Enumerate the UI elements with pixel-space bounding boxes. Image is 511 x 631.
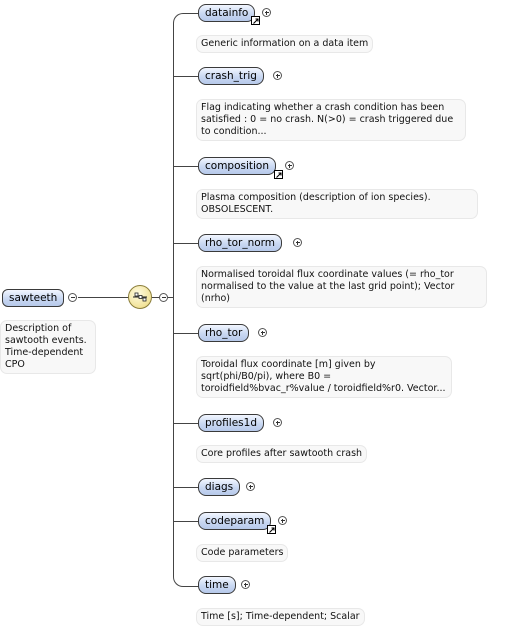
element-doc-line: Time [s]; Time-dependent; Scalar bbox=[201, 611, 360, 622]
element-doc-line: satisfied : 0 = no crash. N(>0) = crash … bbox=[201, 114, 454, 125]
root-doc-line: Time-dependent bbox=[5, 347, 84, 358]
element-doc-line: Plasma composition (description of ion s… bbox=[201, 192, 431, 203]
element-doc: Core profiles after sawtooth crash bbox=[196, 445, 368, 463]
expand-icon[interactable] bbox=[258, 328, 267, 337]
root-connector bbox=[78, 297, 130, 298]
element-doc-line: Flag indicating whether a crash conditio… bbox=[201, 102, 445, 113]
element-doc: Toroidal flux coordinate [m] given by sq… bbox=[196, 356, 452, 398]
element-doc-line: OBSOLESCENT. bbox=[201, 204, 274, 215]
root-doc-line: CPO bbox=[5, 359, 25, 370]
root-doc: Description of sawtooth events. Time-dep… bbox=[0, 320, 96, 374]
element-codeparam[interactable]: codeparam bbox=[198, 512, 272, 530]
element-crash-trig[interactable]: crash_trig bbox=[198, 67, 264, 85]
branch-rho-tor bbox=[174, 333, 198, 334]
branch-crash-trig bbox=[174, 76, 198, 77]
collapse-icon[interactable] bbox=[68, 293, 77, 302]
element-doc-line: toroidfield%bvac_r%value / toroidfield%r… bbox=[201, 383, 446, 394]
element-doc-line: Core profiles after sawtooth crash bbox=[201, 448, 363, 459]
element-doc: Normalised toroidal flux coordinate valu… bbox=[196, 266, 487, 308]
element-rho-tor-norm[interactable]: rho_tor_norm bbox=[198, 234, 283, 252]
element-time[interactable]: time bbox=[198, 576, 236, 594]
root-node[interactable]: sawteeth bbox=[2, 289, 65, 307]
element-doc: Plasma composition (description of ion s… bbox=[196, 189, 478, 219]
element-doc-line: normalised to the value at the last grid… bbox=[201, 281, 455, 292]
element-label: rho_tor bbox=[205, 327, 243, 339]
sequence-icon[interactable] bbox=[128, 285, 152, 309]
element-doc-line: (nrho) bbox=[201, 293, 231, 304]
element-doc-line: Normalised toroidal flux coordinate valu… bbox=[201, 269, 454, 280]
element-doc-line: sqrt(phi/B0/pi), where B0 = bbox=[201, 371, 332, 382]
root-doc-line: Description of bbox=[5, 323, 72, 334]
element-doc-line: to condition... bbox=[201, 126, 267, 137]
element-doc-line: Code parameters bbox=[201, 547, 284, 558]
collapse-icon[interactable] bbox=[159, 293, 168, 302]
expand-icon[interactable] bbox=[273, 71, 282, 80]
branch-rho-tor-norm bbox=[174, 243, 198, 244]
branch-codeparam bbox=[174, 521, 198, 522]
element-composition[interactable]: composition bbox=[198, 157, 277, 175]
expand-icon[interactable] bbox=[246, 482, 255, 491]
element-rho-tor[interactable]: rho_tor bbox=[198, 324, 250, 342]
element-doc: Time [s]; Time-dependent; Scalar bbox=[196, 608, 365, 626]
element-label: crash_trig bbox=[205, 70, 257, 82]
branch-composition bbox=[174, 166, 198, 167]
element-profiles1d[interactable]: profiles1d bbox=[198, 414, 264, 432]
element-doc: Generic information on a data item bbox=[196, 35, 374, 53]
root-doc-line: sawtooth events. bbox=[5, 335, 87, 346]
element-label: codeparam bbox=[205, 515, 265, 527]
vertical-bracket bbox=[173, 13, 199, 587]
element-label: datainfo bbox=[205, 7, 249, 19]
reference-link-icon bbox=[251, 16, 260, 25]
element-diags[interactable]: diags bbox=[198, 478, 241, 496]
element-label: time bbox=[205, 579, 229, 591]
element-datainfo[interactable]: datainfo bbox=[198, 4, 256, 22]
element-doc-line: Toroidal flux coordinate [m] given by bbox=[201, 359, 376, 370]
branch-profiles1d bbox=[174, 423, 198, 424]
root-label: sawteeth bbox=[9, 292, 58, 304]
reference-link-icon bbox=[274, 170, 283, 179]
reference-link-icon bbox=[267, 525, 276, 534]
expand-icon[interactable] bbox=[262, 8, 271, 17]
element-label: rho_tor_norm bbox=[205, 237, 276, 249]
branch-diags bbox=[174, 487, 198, 488]
element-label: composition bbox=[205, 160, 270, 172]
expand-icon[interactable] bbox=[293, 238, 302, 247]
expand-icon[interactable] bbox=[241, 580, 250, 589]
expand-icon[interactable] bbox=[273, 418, 282, 427]
element-label: diags bbox=[205, 481, 234, 493]
expand-icon[interactable] bbox=[278, 516, 287, 525]
element-label: profiles1d bbox=[205, 417, 257, 429]
element-doc: Flag indicating whether a crash conditio… bbox=[196, 99, 466, 141]
element-doc: Code parameters bbox=[196, 544, 289, 562]
expand-icon[interactable] bbox=[285, 161, 294, 170]
element-doc-line: Generic information on a data item bbox=[201, 38, 369, 49]
